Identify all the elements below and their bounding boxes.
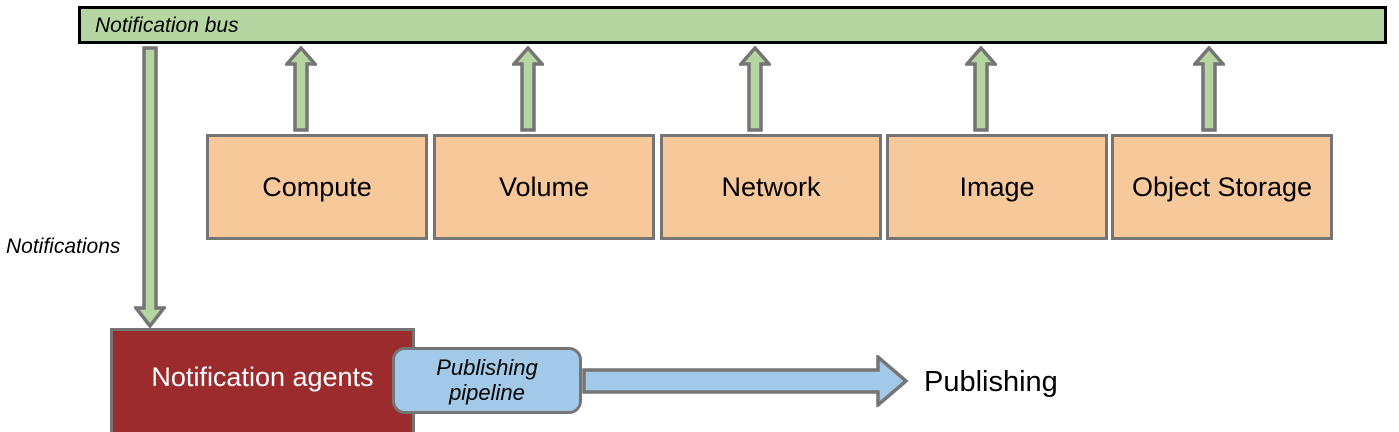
publishing-output-arrow (582, 355, 908, 407)
publishing-pipeline-label-line2: pipeline (449, 379, 525, 405)
object-storage-to-bus-arrow (1193, 46, 1225, 132)
notification-agents-box: Notification agents (110, 328, 415, 432)
service-box-network: Network (660, 134, 882, 240)
service-box-object-storage-label: Object Storage (1131, 171, 1313, 202)
service-box-compute: Compute (206, 134, 428, 240)
bus-to-agents-arrow (134, 46, 166, 328)
image-to-bus-arrow (965, 46, 997, 132)
service-box-object-storage: Object Storage (1111, 134, 1333, 240)
publishing-pipeline-label-line1: Publishing (436, 354, 538, 380)
network-to-bus-arrow (739, 46, 771, 132)
service-box-network-label: Network (721, 171, 821, 202)
service-box-image-label: Image (959, 171, 1035, 202)
service-box-image: Image (886, 134, 1108, 240)
notification-agents-label: Notification agents (151, 361, 374, 392)
compute-to-bus-arrow (285, 46, 317, 132)
notification-bus: Notification bus (78, 6, 1387, 44)
publishing-label: Publishing (924, 366, 1058, 398)
service-box-compute-label: Compute (262, 171, 372, 202)
service-box-volume-label: Volume (498, 171, 590, 202)
notification-bus-label: Notification bus (95, 13, 239, 37)
notifications-flow-label: Notifications (6, 235, 121, 258)
volume-to-bus-arrow (512, 46, 544, 132)
service-box-volume: Volume (433, 134, 655, 240)
